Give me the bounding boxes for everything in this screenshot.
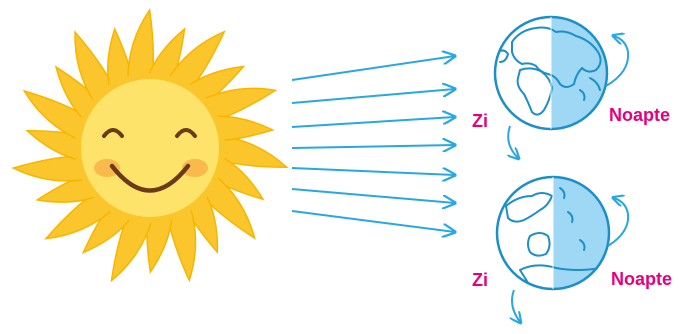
sun-ray xyxy=(211,115,275,142)
night-label: Noapte xyxy=(611,269,673,289)
sunlight-arrow xyxy=(291,145,455,148)
sunlight-arrows xyxy=(291,56,455,232)
day-label: Zi xyxy=(472,270,488,290)
sun-right-eye xyxy=(175,128,197,138)
curved-rotation-arrow-icon xyxy=(605,36,630,87)
sunlight-arrow xyxy=(291,89,455,104)
sun-rays xyxy=(11,7,289,283)
sun-face xyxy=(78,76,222,220)
sun-ray xyxy=(127,7,155,83)
earth-globe-europe-africa-icon xyxy=(493,15,609,131)
sunlight-arrow xyxy=(291,210,455,232)
smiling-sun-icon xyxy=(11,7,289,283)
sun-left-eye xyxy=(102,128,124,138)
curved-rotation-arrow-icon xyxy=(512,289,520,322)
sunlight-arrow xyxy=(291,117,455,128)
night-label: Noapte xyxy=(609,105,671,125)
sunlight-arrow xyxy=(291,167,455,175)
curved-rotation-arrow-icon xyxy=(607,198,630,247)
sun-face-rim xyxy=(75,73,225,223)
sun-smile xyxy=(109,163,191,193)
day-label: Zi xyxy=(472,111,488,131)
earth-globe-asia-australia-icon xyxy=(495,175,611,291)
sun-right-cheek xyxy=(182,159,208,177)
sun-left-cheek xyxy=(94,159,120,177)
sunlight-arrow xyxy=(291,56,455,81)
curved-rotation-arrow-icon xyxy=(508,125,518,158)
sunlight-arrow xyxy=(291,188,455,203)
